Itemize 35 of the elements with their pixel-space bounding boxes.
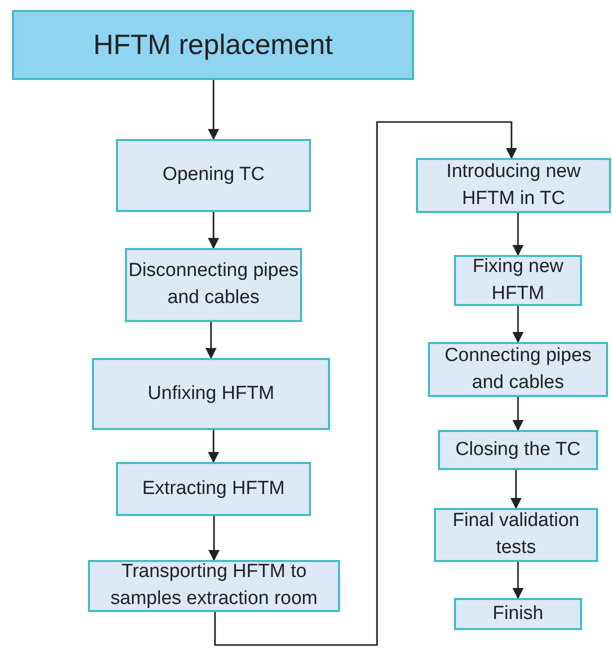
title-text: HFTM replacement	[93, 28, 333, 62]
process-box	[438, 430, 598, 470]
step-label: Transporting HFTM to samples extraction room	[110, 560, 318, 611]
step-label: Connecting pipes and cables	[444, 344, 592, 394]
step-label: Final validation tests	[452, 509, 580, 560]
arrow	[214, 121, 518, 646]
arrow	[512, 562, 524, 600]
process-box	[428, 342, 608, 397]
arrow	[512, 397, 524, 432]
arrow	[205, 322, 217, 360]
process-box	[125, 248, 302, 322]
arrow	[208, 516, 220, 562]
arrow	[510, 470, 522, 510]
arrow	[208, 80, 220, 140]
step-label: Introducing new HFTM in TC	[445, 160, 582, 210]
arrow	[208, 430, 220, 464]
step-label: Disconnecting pipes and cables	[127, 259, 300, 310]
arrow	[512, 213, 524, 256]
process-box	[454, 255, 582, 306]
step-label: Opening TC	[162, 163, 265, 188]
title-box	[12, 10, 414, 80]
arrow	[208, 212, 220, 250]
process-box	[116, 139, 311, 212]
step-label: Finish	[492, 602, 544, 626]
process-box	[416, 158, 611, 213]
arrow	[512, 306, 524, 344]
process-box	[454, 598, 582, 630]
process-box	[92, 358, 330, 430]
step-label: Closing the TC	[455, 438, 581, 462]
step-label: Fixing new HFTM	[472, 254, 564, 306]
process-box	[88, 560, 340, 612]
process-box	[116, 462, 311, 516]
step-label: Unfixing HFTM	[148, 382, 274, 406]
process-box	[434, 508, 598, 562]
step-label: Extracting HFTM	[142, 476, 285, 501]
